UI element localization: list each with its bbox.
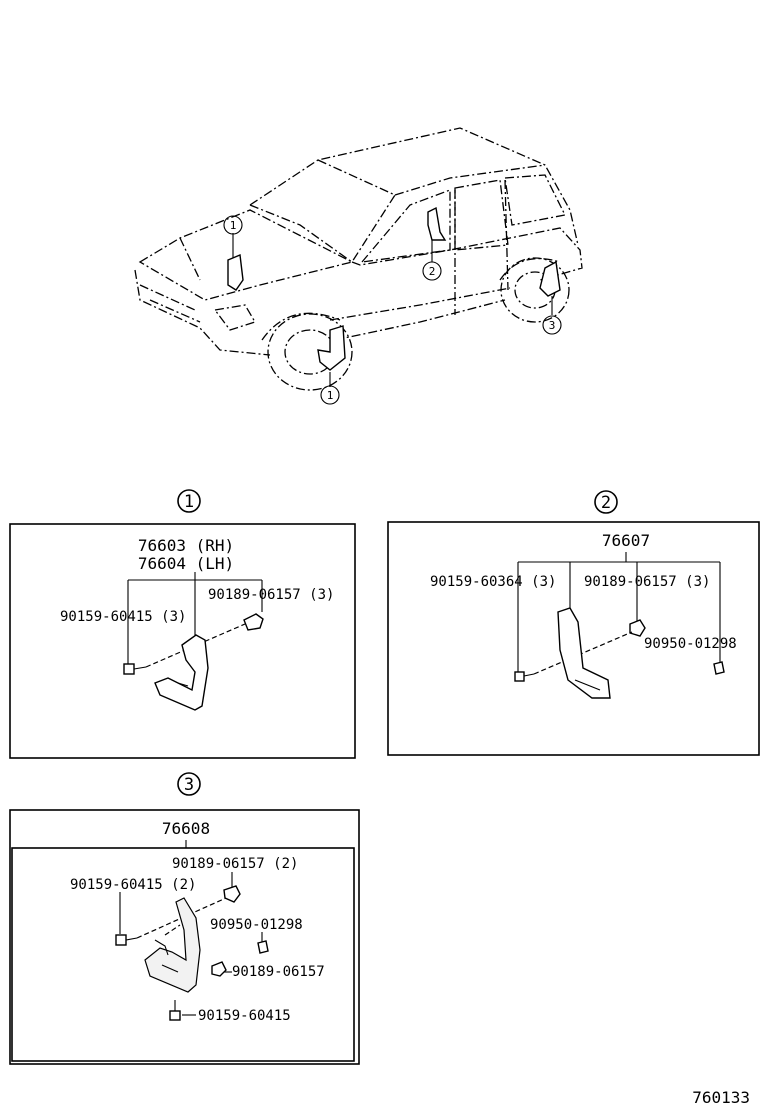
car-callout-1-front-wheel: 1 [320,385,340,405]
section-3: 3 76608 90189-06157 (2) 90159-60415 (2) … [9,772,360,1065]
section-2-part-b: 90189-06157 (3) [584,574,710,590]
section-2-box [387,521,760,756]
nut-icon [257,940,269,954]
section-1: 1 76603 (RH) 76604 (LH) 90189-06157 (3) … [9,489,356,759]
clip-icon [243,613,264,631]
section-3-part-a: 90189-06157 (2) [172,856,298,872]
section-3-part-main: 76608 [162,819,210,838]
clip-icon [211,961,227,977]
section-1-part-lh: 76604 (LH) [138,554,234,573]
clip-icon [629,619,646,637]
section-3-part-d: 90189-06157 [232,964,325,980]
screw-icon [115,934,138,946]
mudguard-icon [557,607,611,699]
car-callout-1-hood: 1 [223,215,243,235]
section-1-part-b: 90159-60415 (3) [60,609,186,625]
section-3-part-c: 90950-01298 [210,917,303,933]
section-3-part-b: 90159-60415 (2) [70,877,196,893]
mudflap-icon [154,634,209,711]
screw-icon [123,663,147,675]
section-1-callout: 1 [184,492,194,512]
screw-icon [169,1000,181,1021]
section-3-outer-box [9,809,360,1065]
section-1-box [9,523,356,759]
car-callout-3-rear: 3 [542,315,562,335]
section-2-part-a: 90159-60364 (3) [430,574,556,590]
car-illustration [134,127,583,391]
section-2-part-main: 76607 [602,531,650,550]
nut-icon [713,661,725,675]
section-2: 2 76607 90159-60364 (3) 90189-06157 (3) … [387,490,760,756]
car-callout-label: 1 [230,219,237,232]
section-3-callout: 3 [184,775,194,795]
screw-icon [514,671,535,682]
section-1-part-rh: 76603 (RH) [138,536,234,555]
car-callout-label: 2 [429,265,436,278]
section-2-part-c: 90950-01298 [644,636,737,652]
section-3-inner-box [11,847,355,1062]
car-callout-label: 1 [327,389,334,402]
diagram-id: 760133 [692,1088,750,1107]
section-1-part-a: 90189-06157 (3) [208,587,334,603]
section-2-callout: 2 [601,493,611,513]
clip-icon [223,885,241,903]
car-callout-label: 3 [549,319,556,332]
mudflap-icon [144,897,201,993]
car-callout-2-door: 2 [422,261,442,281]
section-3-part-e: 90159-60415 [198,1008,291,1024]
